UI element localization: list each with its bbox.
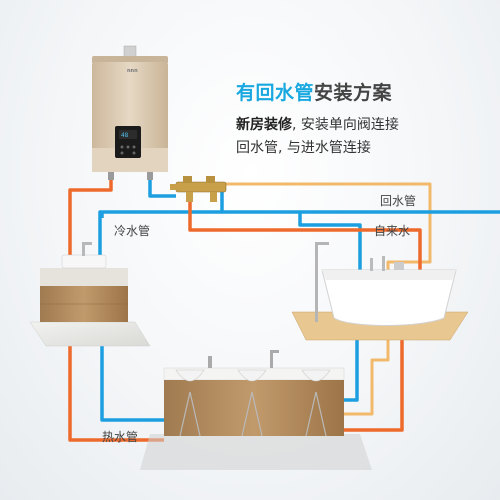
svg-text:48: 48 [121, 132, 129, 139]
kitchen-island [140, 350, 372, 470]
return-pipe-label: 回水管 [380, 194, 417, 208]
title-highlight: 有回水管 [236, 82, 315, 104]
description-line-1: 新房装修, 安装单向阀连接 [236, 114, 399, 134]
water-heater: 48 [92, 45, 168, 180]
tap-water-label: 自来水 [374, 224, 411, 238]
heater-screen [119, 130, 137, 139]
sink-cabinet [29, 242, 151, 347]
heater-brand-logo: nnn [127, 68, 138, 74]
heater-pipe-right [147, 172, 153, 180]
heater-body [92, 62, 168, 172]
hot-pipe-label: 热水管 [102, 430, 139, 444]
heater-pipe-left [108, 172, 114, 180]
cold-pipe-label: 冷水管 [114, 224, 151, 238]
description-bold: 新房装修 [236, 117, 292, 133]
bathtub [291, 242, 469, 341]
description-line-2: 回水管, 与进水管连接 [236, 140, 371, 156]
title-rest: 安装方案 [314, 82, 393, 104]
bar-stools [175, 369, 331, 437]
page-title: 有回水管安装方案 [236, 78, 392, 105]
check-valve [170, 176, 227, 202]
description-line-1-rest: , 安装单向阀连接 [292, 117, 399, 133]
tub-faucet-stand [315, 242, 318, 322]
